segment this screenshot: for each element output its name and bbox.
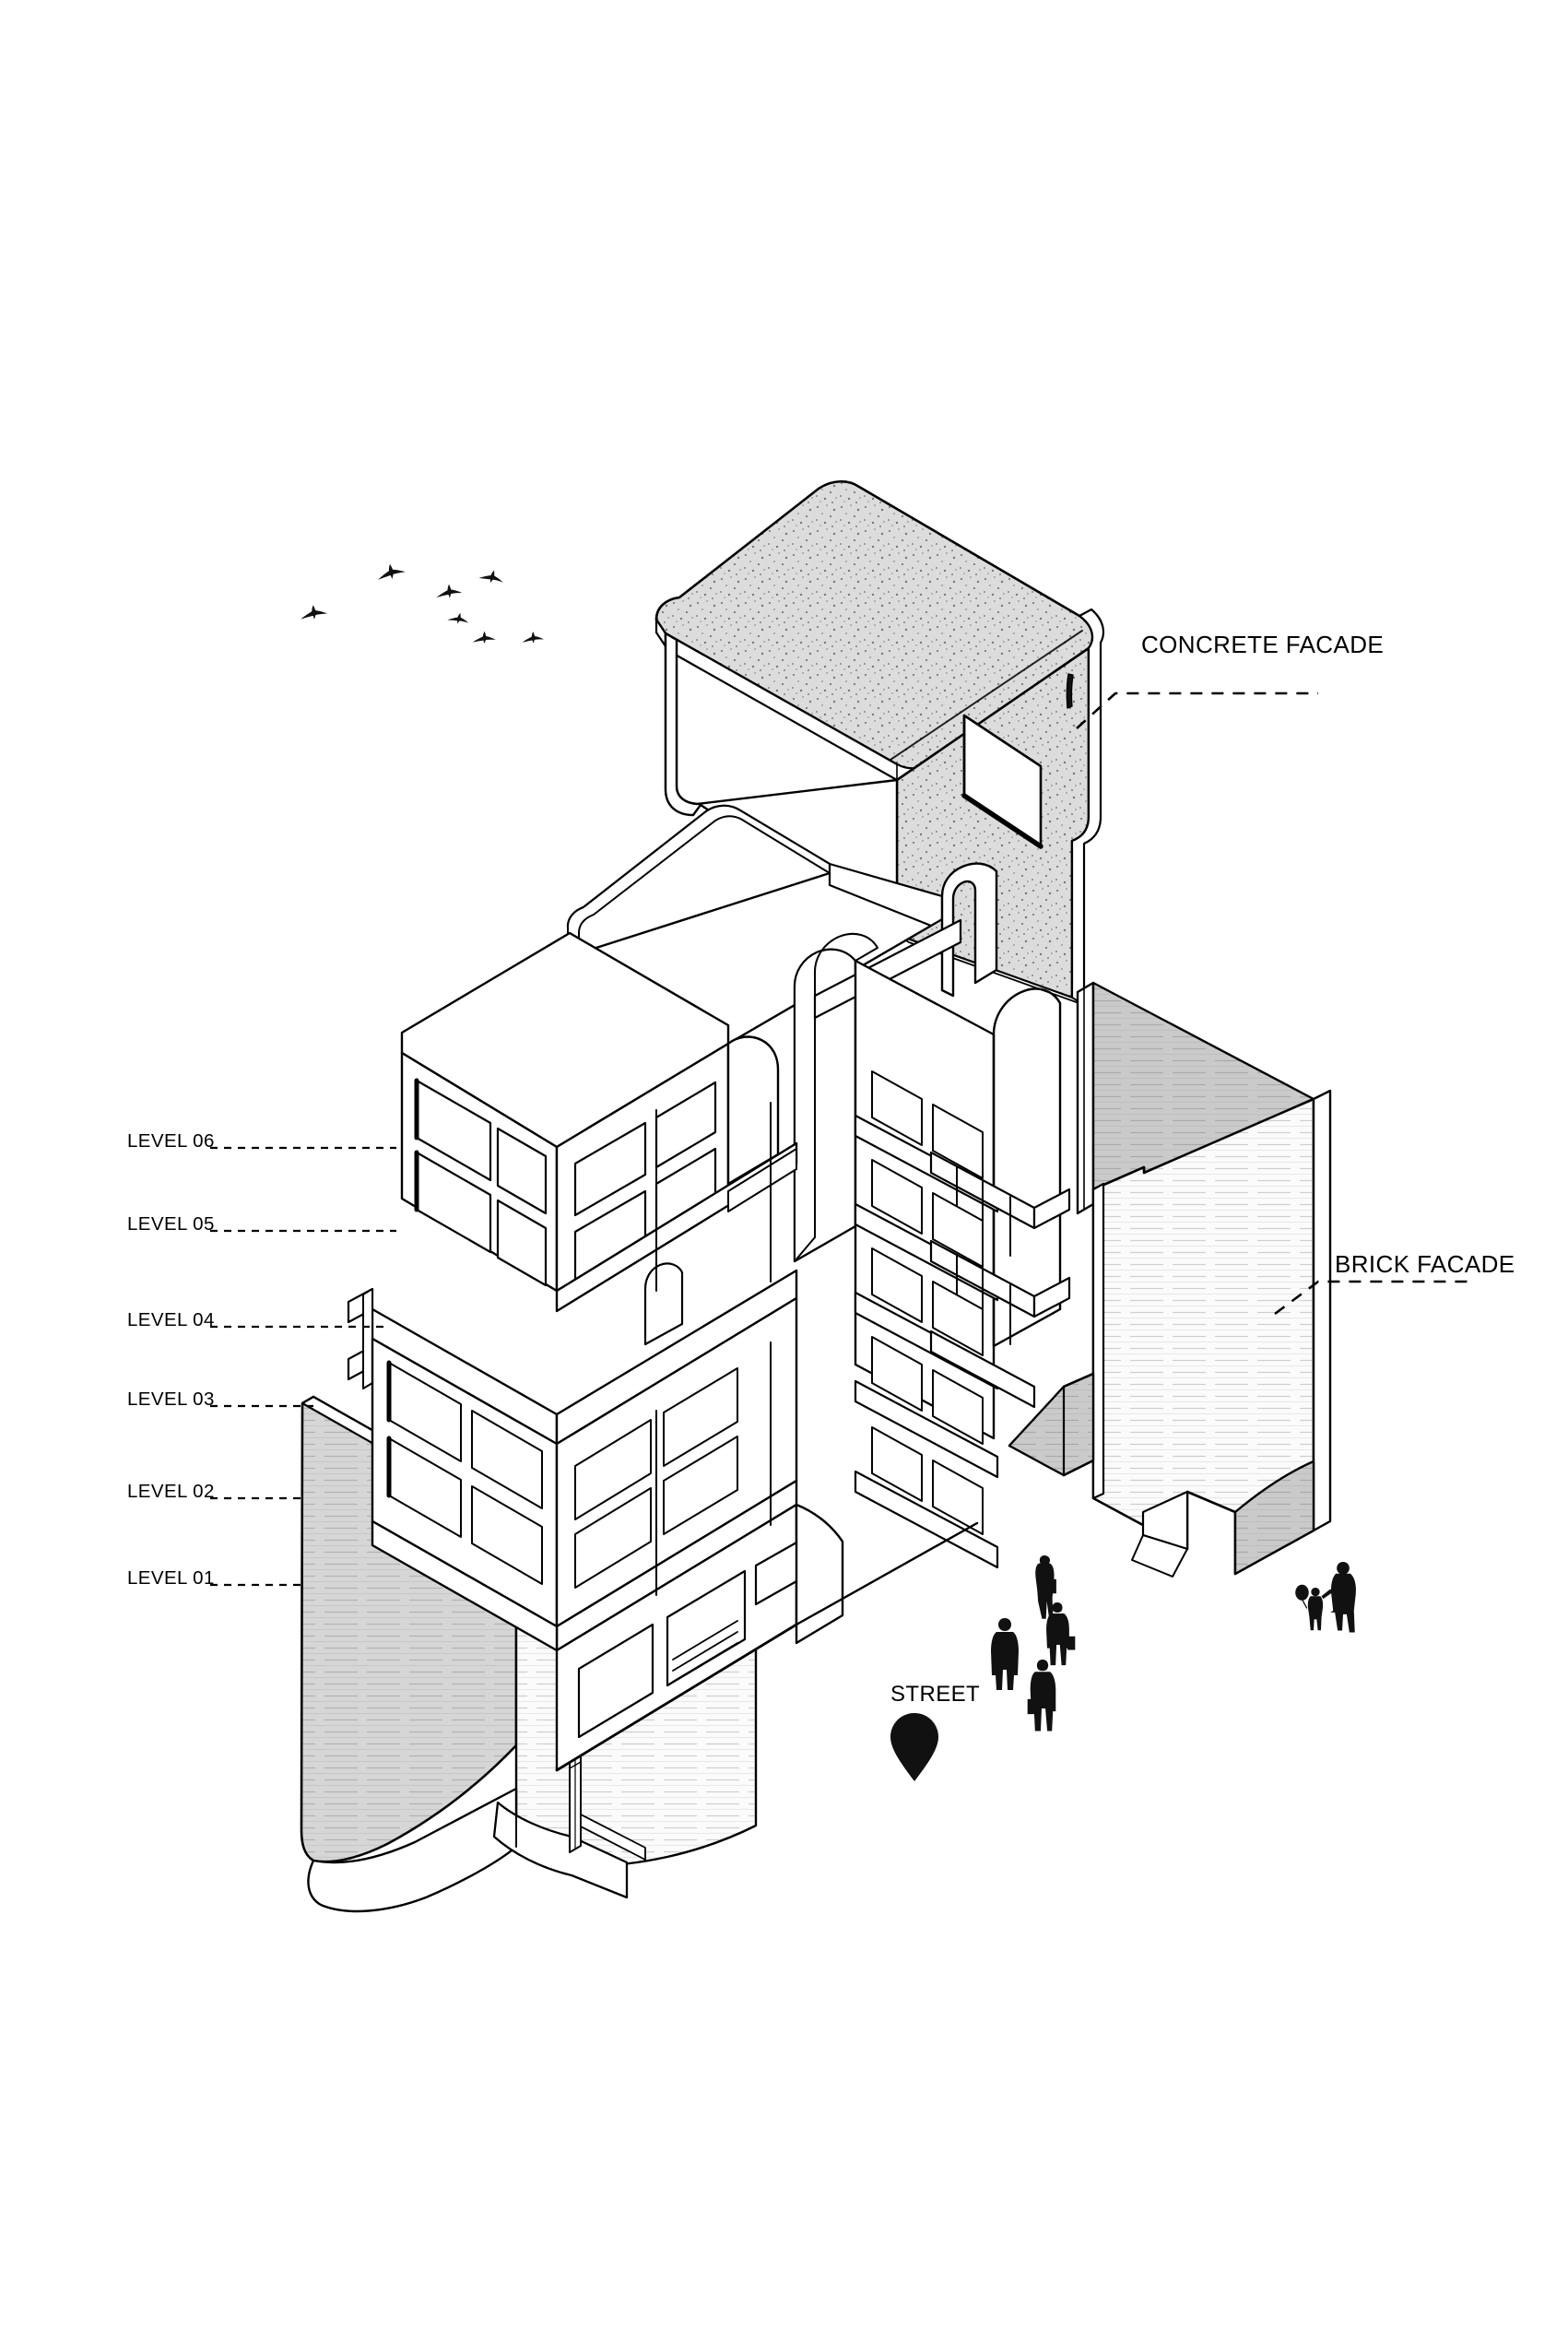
level-label-03: LEVEL 03	[127, 1389, 215, 1410]
level-label-06: LEVEL 06	[127, 1130, 215, 1152]
concrete-facade-leader	[1076, 691, 1318, 729]
bird-icon	[471, 630, 497, 645]
level-leader-lines	[210, 1146, 396, 1587]
building-core	[347, 804, 1071, 1772]
callout-label-concrete-facade: CONCRETE FACADE	[1141, 631, 1385, 658]
bird-icon	[298, 602, 328, 623]
person-silhouette	[1295, 1584, 1324, 1631]
person-silhouette	[1027, 1660, 1056, 1731]
level-label-02: LEVEL 02	[127, 1481, 215, 1502]
bird-icon	[374, 560, 407, 584]
level-label-05: LEVEL 05	[127, 1213, 215, 1235]
level-label-04: LEVEL 04	[127, 1309, 215, 1330]
street-pin-icon	[890, 1713, 938, 1781]
street-label: STREET	[890, 1682, 981, 1707]
person-silhouette	[1035, 1555, 1056, 1619]
person-silhouette	[1321, 1562, 1356, 1633]
bird-icon	[520, 630, 545, 645]
birds-flock	[298, 560, 545, 645]
bird-icon	[434, 582, 463, 601]
brick-facade-panel	[1008, 981, 1332, 1578]
bird-icon	[478, 568, 505, 585]
person-silhouette	[991, 1618, 1019, 1690]
brick-facade-leader	[1274, 1280, 1475, 1316]
people-silhouettes	[991, 1555, 1356, 1731]
person-silhouette	[1046, 1602, 1076, 1666]
callout-leaders	[1076, 691, 1475, 1316]
level-label-01: LEVEL 01	[127, 1567, 215, 1589]
bird-icon	[447, 611, 470, 625]
callout-label-brick-facade: BRICK FACADE	[1335, 1250, 1515, 1278]
